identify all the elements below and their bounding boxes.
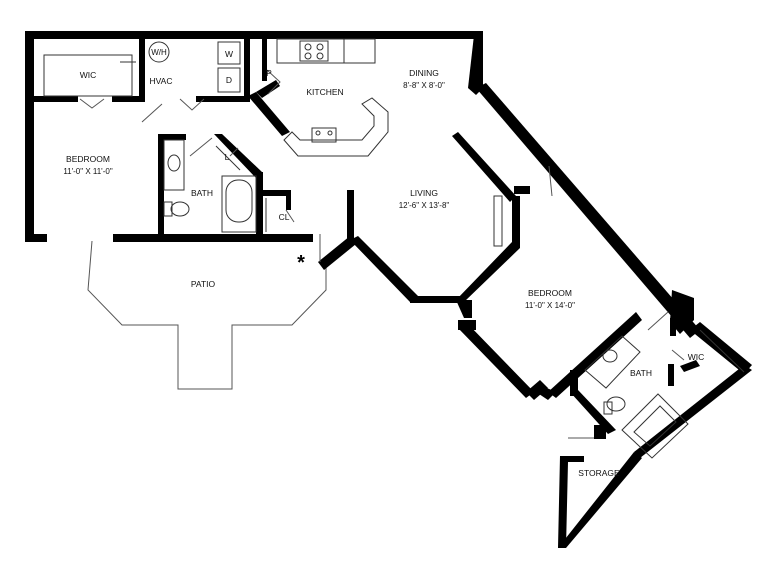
dining-label: DINING <box>409 68 439 78</box>
fixtures <box>43 38 745 459</box>
bath2-label: BATH <box>630 368 652 378</box>
dryer-label: D <box>226 75 232 85</box>
patio-label: PATIO <box>191 279 216 289</box>
room-labels: WIC W/H W D HVAC P KITCHEN DINING 8'-8" … <box>63 48 704 478</box>
patio-outline <box>87 240 327 390</box>
living-size: 12'-6" X 13'-8" <box>399 201 450 210</box>
water-heater-label: W/H <box>151 48 167 57</box>
washer-label: W <box>225 49 233 59</box>
living-label: LIVING <box>410 188 438 198</box>
bedroom2-size: 11'-0" X 14'-0" <box>525 301 575 310</box>
entry-marker: * <box>297 252 305 274</box>
walls <box>25 31 752 548</box>
closet-label: CL <box>279 212 290 222</box>
linen-label: L <box>225 152 230 162</box>
wic1-label: WIC <box>80 70 97 80</box>
bath1-label: BATH <box>191 188 213 198</box>
kitchen-label: KITCHEN <box>306 87 343 97</box>
hvac-label: HVAC <box>150 76 173 86</box>
wic2-label: WIC <box>688 352 705 362</box>
bedroom2-label: BEDROOM <box>528 288 572 298</box>
bedroom1-label: BEDROOM <box>66 154 110 164</box>
dining-size: 8'-8" X 8'-0" <box>403 81 445 90</box>
storage-label: STORAGE <box>578 468 620 478</box>
bedroom1-size: 11'-0" X 11'-0" <box>63 167 113 176</box>
pantry-label: P <box>266 68 272 78</box>
